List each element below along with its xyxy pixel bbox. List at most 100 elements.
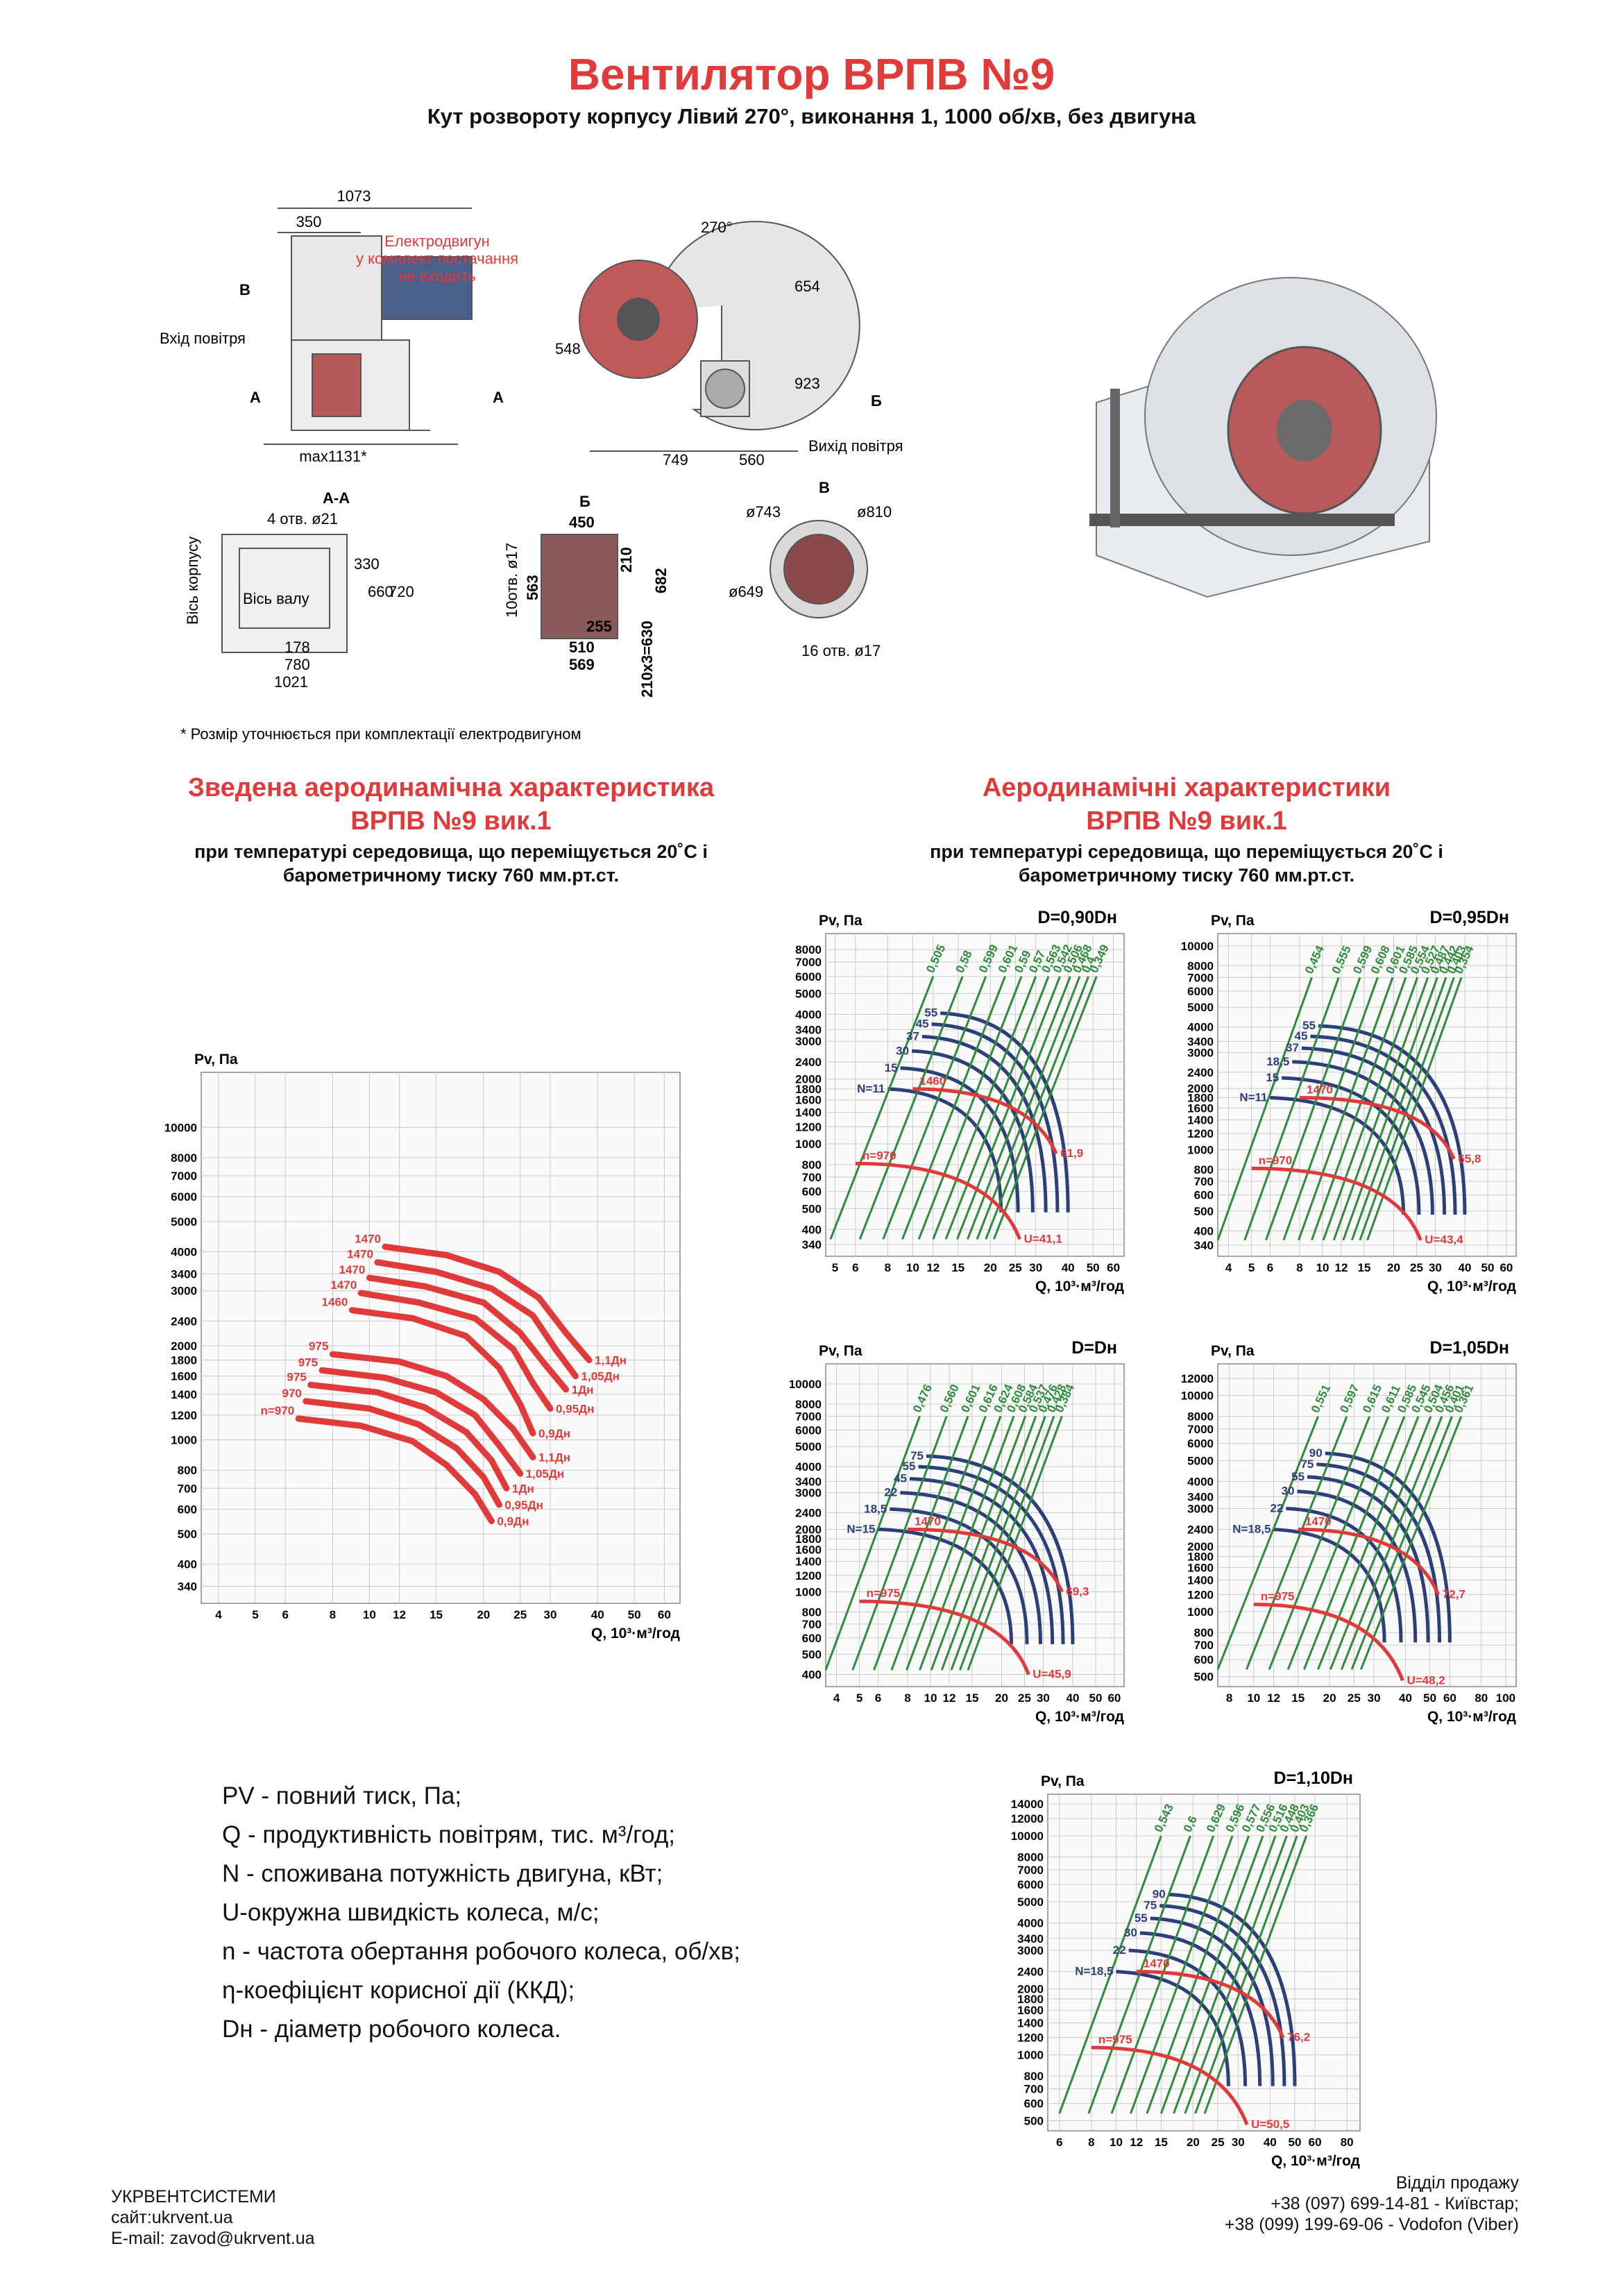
efficiency-line [1245, 1416, 1348, 1670]
series-name-label: 0,9Дн [538, 1427, 570, 1440]
company-name: УКРВЕНТСИСТЕМИ [111, 2187, 276, 2206]
y-tick-label: 3000 [1187, 1046, 1214, 1059]
y-tick-label: 1600 [1017, 2004, 1044, 2017]
x-tick-label: 10 [906, 1261, 919, 1274]
rpm-low-curve [855, 1161, 1021, 1240]
x-tick-label: 12 [1267, 1691, 1280, 1705]
x-tick-label: 10 [924, 1691, 937, 1705]
sales-phone-1[interactable]: +38 (097) 699-14-81 - Київстар; [1271, 2194, 1519, 2213]
dim-654: 654 [794, 278, 820, 295]
section-v [770, 520, 868, 618]
x-tick-label: 40 [1062, 1261, 1075, 1274]
y-tick-label: 2000 [171, 1340, 197, 1353]
x-tick-label: 25 [513, 1608, 527, 1621]
y-tick-label: 5000 [1187, 1001, 1214, 1014]
y-tick-label: 2000 [1187, 1540, 1214, 1553]
x-tick-label: 50 [628, 1608, 641, 1621]
y-tick-label: 600 [1194, 1653, 1214, 1666]
x-tick-label: 25 [1348, 1691, 1361, 1705]
power-label: 18,5 [864, 1502, 887, 1515]
x-tick-label: 80 [1475, 1691, 1488, 1705]
efficiency-line [901, 976, 1006, 1240]
y-tick-label: 1400 [795, 1106, 822, 1120]
power-label: 15 [885, 1061, 898, 1074]
company-site[interactable]: сайт:ukrvent.ua [111, 2208, 233, 2227]
power-curve [1307, 1475, 1430, 1643]
series-line [357, 1290, 554, 1412]
dim-210: 210 [618, 547, 635, 573]
efficiency-line [858, 976, 964, 1240]
power-label: 18,5 [1266, 1055, 1289, 1068]
chart-d100: 4005006007008001000120014001600180020002… [789, 1338, 1125, 1725]
motor-note-2: у комплект постачання [356, 250, 518, 267]
efficiency-line [1351, 977, 1447, 1241]
efficiency-line [851, 1415, 948, 1671]
y-tick-label: 1600 [795, 1094, 822, 1107]
y-axis-label: Pv, Па [819, 913, 863, 929]
legend-rpm: n - частота обертання робочого колеса, о… [222, 1938, 740, 1965]
y-tick-label: 7000 [795, 956, 822, 969]
y-tick-label: 1400 [1017, 2016, 1044, 2029]
rpm-low-label: n=975 [1261, 1590, 1295, 1603]
y-tick-label: 700 [178, 1482, 197, 1495]
chart-title: D=0,95Dн [1430, 908, 1509, 927]
dim-560: 560 [739, 451, 765, 469]
series-rpm-label: 970 [282, 1387, 301, 1400]
rpm-high-curve [912, 1087, 1058, 1155]
power-label: 30 [1124, 1926, 1137, 1939]
x-tick-label: 5 [832, 1261, 838, 1274]
y-tick-label: 5000 [1187, 1454, 1214, 1467]
x-tick-label: 60 [1499, 1261, 1513, 1274]
u-high-label: 65,8 [1458, 1152, 1481, 1165]
rpm-high-curve [1136, 1970, 1285, 2038]
y-tick-label: 400 [802, 1669, 822, 1682]
sales-phone-2[interactable]: +38 (099) 199-69-06 - Vodofon (Viber) [1224, 2215, 1519, 2234]
dim-810: ø810 [857, 503, 892, 521]
footer-right: Відділ продажу +38 (097) 699-14-81 - Киї… [1225, 2172, 1519, 2235]
marker-a-right: А [493, 389, 504, 406]
y-tick-label: 2400 [1187, 1066, 1214, 1079]
section-b-holes: 10отв. ø17 [503, 543, 520, 618]
axis-shaft: Вісь валу [243, 590, 309, 607]
power-label: 90 [1153, 1887, 1166, 1900]
y-tick-label: 5000 [795, 987, 822, 1000]
efficiency-line [944, 976, 1050, 1240]
power-curve [1310, 1034, 1457, 1215]
y-tick-label: 400 [802, 1223, 822, 1236]
efficiency-line [890, 1415, 987, 1671]
dim-350: 350 [296, 213, 322, 230]
series-rpm-label: 1470 [347, 1248, 373, 1261]
dim-548: 548 [555, 340, 581, 357]
power-curve [890, 1507, 1029, 1644]
rpm-low-curve [1091, 2045, 1249, 2126]
y-tick-label: 5000 [795, 1440, 822, 1453]
x-tick-label: 15 [966, 1691, 979, 1705]
power-curve [1286, 1506, 1403, 1643]
rpm-high-label: 1460 [919, 1074, 946, 1088]
efficiency-line [950, 1415, 1046, 1671]
y-tick-label: 800 [1194, 1626, 1214, 1639]
y-tick-label: 1600 [1187, 1102, 1214, 1115]
chart-title: D=1,10Dн [1274, 1769, 1353, 1788]
y-tick-label: 400 [178, 1558, 197, 1571]
x-tick-label: 15 [951, 1261, 965, 1274]
company-email[interactable]: E-mail: zavod@ukrvent.ua [111, 2229, 315, 2248]
x-tick-label: 12 [943, 1691, 956, 1705]
y-tick-label: 3000 [1187, 1502, 1214, 1515]
series-name-label: 1Дн [572, 1383, 594, 1396]
x-tick-label: 8 [904, 1691, 910, 1705]
efficiency-line [1160, 1835, 1264, 2114]
efficiency-line [976, 976, 1081, 1240]
chart-title: D=Dн [1071, 1338, 1117, 1358]
dim-178: 178 [284, 639, 310, 656]
y-tick-label: 800 [802, 1605, 822, 1619]
u-low-label: U=43,4 [1425, 1233, 1463, 1247]
power-label: 22 [1113, 1943, 1126, 1957]
y-tick-label: 1200 [795, 1120, 822, 1133]
y-tick-label: 1000 [171, 1434, 197, 1447]
x-tick-label: 60 [1107, 1691, 1121, 1705]
x-tick-label: 40 [591, 1608, 604, 1621]
power-curve [900, 1066, 1020, 1213]
y-tick-label: 5000 [171, 1215, 197, 1229]
dim-649: ø649 [729, 583, 763, 600]
